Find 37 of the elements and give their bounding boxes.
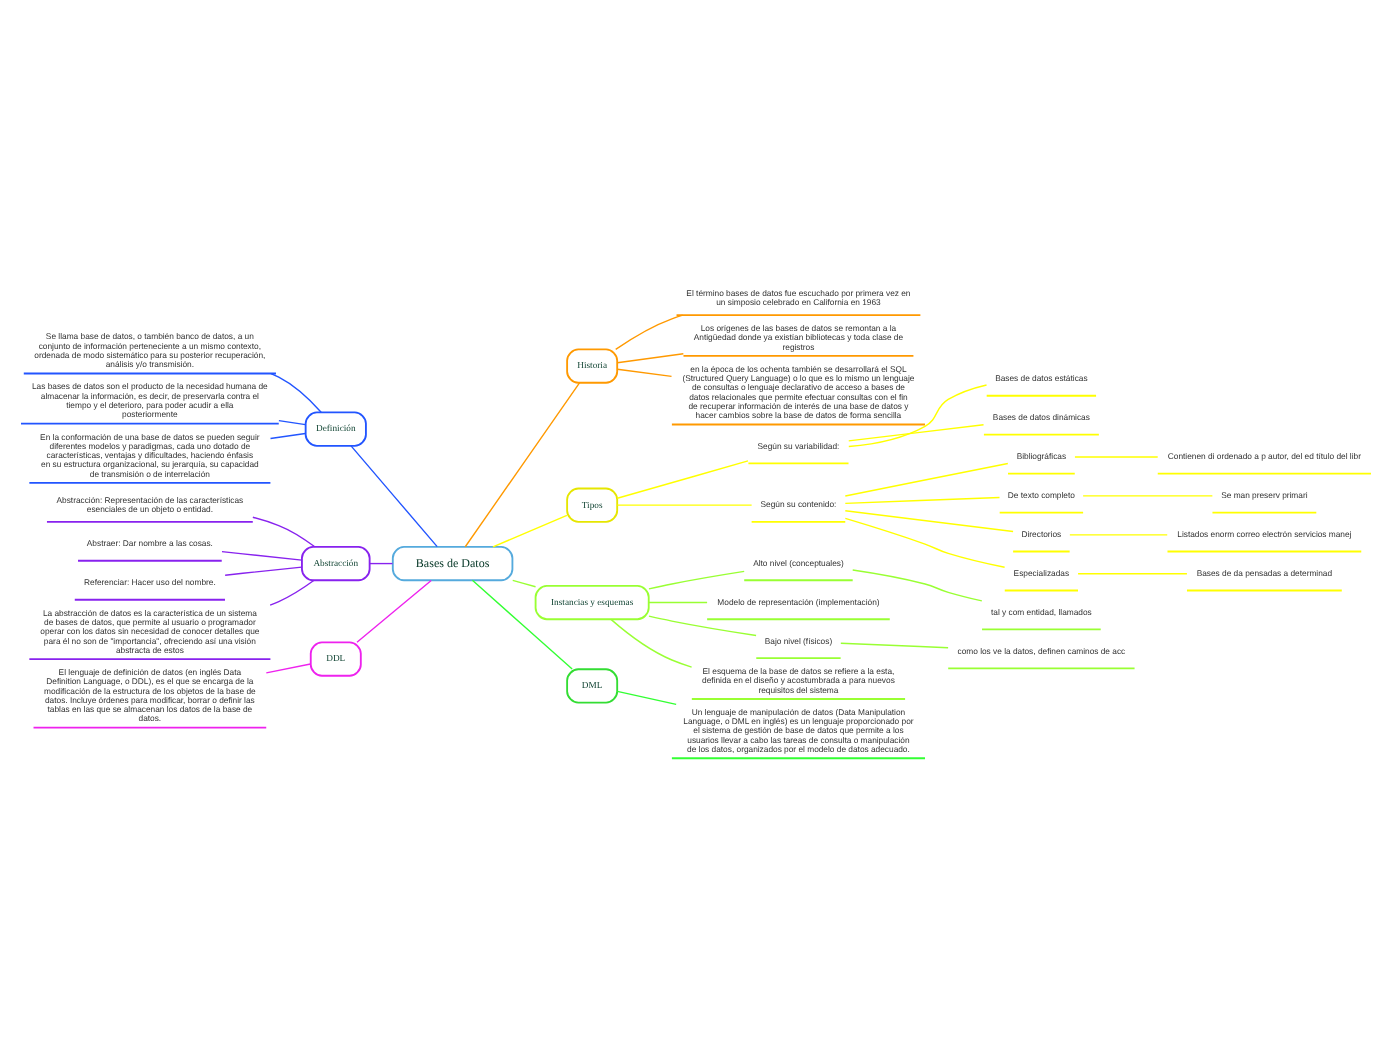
connector xyxy=(648,570,745,590)
connector xyxy=(1077,573,1188,575)
connector xyxy=(844,462,1009,497)
connector xyxy=(1069,534,1168,536)
connector xyxy=(610,618,693,668)
connector xyxy=(269,432,307,440)
connector xyxy=(648,615,757,637)
connector xyxy=(844,496,1001,505)
connector xyxy=(224,566,303,576)
connector xyxy=(615,314,684,351)
connector xyxy=(265,663,312,674)
connector xyxy=(616,460,749,499)
connector xyxy=(616,353,685,364)
connector xyxy=(269,579,315,606)
connector xyxy=(512,579,537,588)
connector xyxy=(844,510,1014,533)
connector xyxy=(848,424,985,442)
connector xyxy=(464,382,581,548)
connector xyxy=(1074,456,1159,458)
connector xyxy=(848,384,988,448)
connector xyxy=(221,550,303,561)
connector xyxy=(471,579,573,670)
connector xyxy=(844,517,1006,568)
connector xyxy=(356,579,432,643)
connector xyxy=(368,562,394,565)
connector xyxy=(616,504,753,506)
connector xyxy=(270,372,322,413)
connector xyxy=(840,642,949,649)
connector xyxy=(492,514,568,548)
connector xyxy=(1082,495,1214,497)
connector xyxy=(648,601,708,604)
connector xyxy=(616,690,677,706)
connector xyxy=(350,445,438,548)
connector xyxy=(616,368,673,378)
connector xyxy=(252,516,316,548)
connector xyxy=(278,420,307,426)
connector xyxy=(852,569,983,602)
